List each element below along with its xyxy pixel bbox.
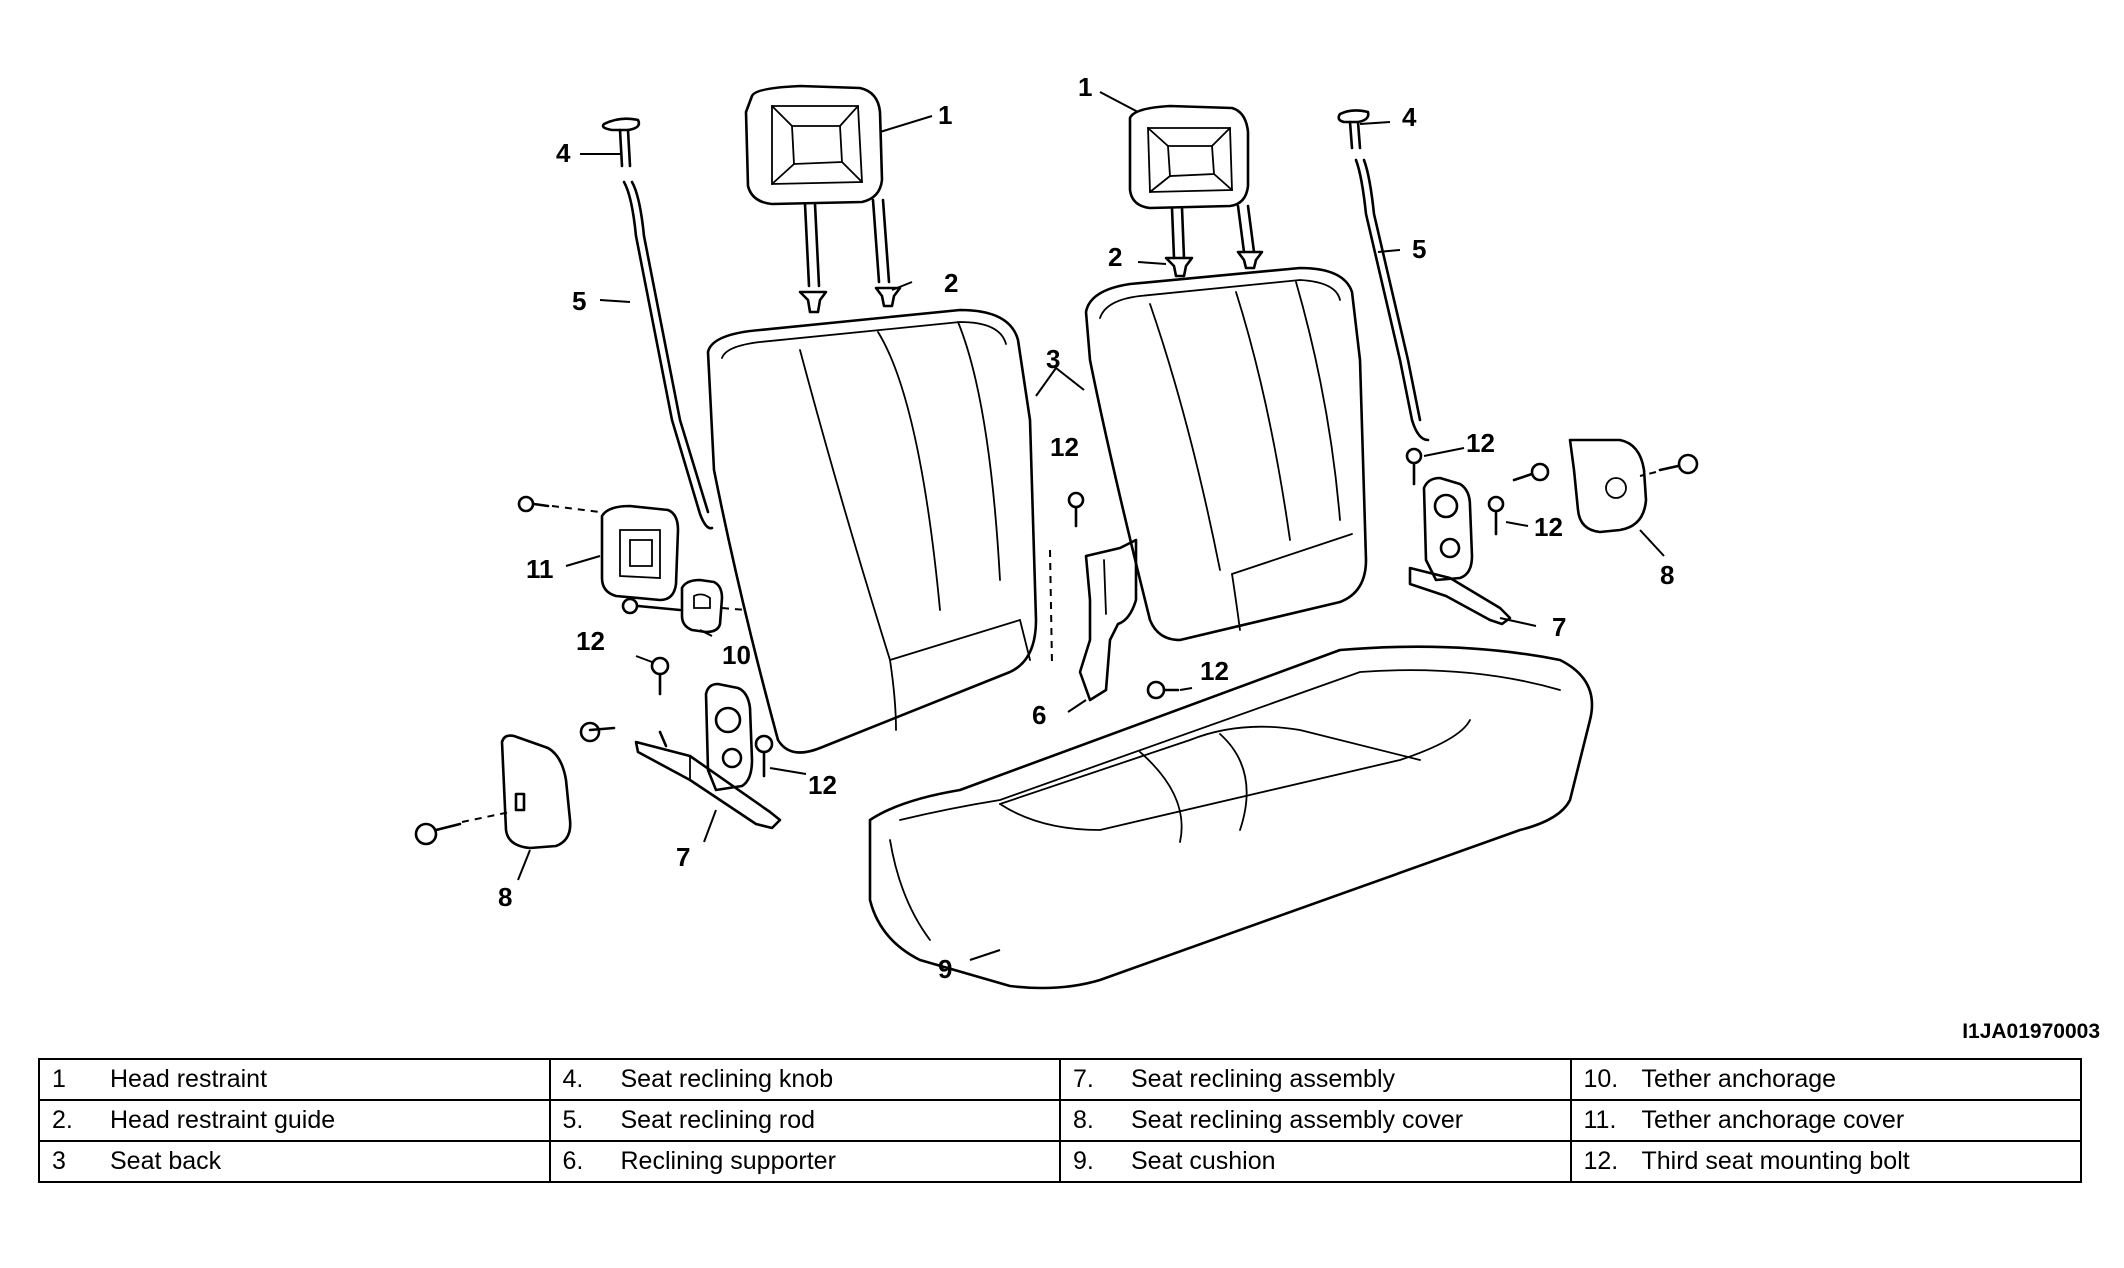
legend-row: 1 Head restraint 4. Seat reclining knob 7. Se…: [38, 1058, 2082, 1101]
legend-label: Head restraint: [110, 1065, 268, 1093]
callout-head-restraint-guide-right: 2: [1108, 242, 1122, 272]
legend-cell: 2. Head restraint guide: [38, 1099, 551, 1142]
legend-number: 12.: [1583, 1147, 1619, 1175]
callout-seat-reclining-knob-right: 4: [1402, 102, 1417, 132]
callout-seat-reclining-assembly-left: 7: [676, 842, 690, 872]
callout-mounting-bolt-right-upper: 12: [1466, 428, 1495, 458]
reclining-supporter: [1049, 538, 1138, 702]
seat-reclining-knob-left: [601, 117, 641, 168]
head-restraint-right: [1128, 104, 1256, 260]
seat-reclining-assembly-right: [1408, 476, 1512, 626]
drawing-code: I1JA01970003: [1962, 1020, 2100, 1043]
legend-label: Head restraint guide: [110, 1106, 336, 1134]
callout-tether-anchorage-cover: 11: [526, 554, 554, 584]
legend-cell: 10. Tether anchorage: [1569, 1058, 2082, 1101]
legend-label: Tether anchorage: [1641, 1065, 1837, 1093]
legend-label: Seat reclining rod: [620, 1106, 816, 1134]
legend-label: Third seat mounting bolt: [1641, 1147, 1910, 1175]
legend-number: 5.: [562, 1106, 584, 1134]
callout-mounting-bolt-center: 12: [1050, 432, 1079, 462]
legend-cell: 9. Seat cushion: [1059, 1140, 1572, 1183]
callout-tether-anchorage: 10: [722, 640, 751, 670]
legend-number: 9.: [1073, 1147, 1094, 1175]
legend-row: 2. Head restraint guide 5. Seat reclining r…: [38, 1099, 2082, 1142]
seat-back-left: [706, 308, 1038, 754]
legend-number: 1: [52, 1065, 66, 1093]
legend-body: 1 Head restraint 4. Seat reclining knob 7. Se…: [38, 1058, 2082, 1183]
legend-number: 3: [52, 1147, 66, 1175]
callout-mounting-bolt-left-upper: 12: [576, 626, 605, 656]
legend-label: Seat reclining assembly: [1131, 1065, 1396, 1093]
seat-cushion: [868, 645, 1594, 990]
head-restraint-left: [744, 84, 891, 288]
legend-cell: 8. Seat reclining assembly cover: [1059, 1099, 1572, 1142]
parts-legend-table: 1 Head restraint 4. Seat reclining knob 7. Se…: [38, 1058, 2082, 1183]
legend-cell: 4. Seat reclining knob: [548, 1058, 1061, 1101]
legend-cell: 5. Seat reclining rod: [548, 1099, 1061, 1142]
legend-cell: 12. Third seat mounting bolt: [1569, 1140, 2082, 1183]
callout-seat-reclining-assembly-cover-right: 8: [1660, 560, 1674, 590]
callout-head-restraint-guide-left: 2: [944, 268, 958, 298]
legend-label: Seat reclining assembly cover: [1131, 1106, 1464, 1134]
callout-seat-back: 3: [1046, 344, 1060, 374]
callout-reclining-supporter: 6: [1032, 700, 1046, 730]
legend-cell: 11. Tether anchorage cover: [1569, 1099, 2082, 1142]
callouts: 1 1 2 2 3 4 4 5 5 6 7 7 8 8 9 10 11 12 1…: [498, 72, 1674, 984]
legend-label: Seat reclining knob: [620, 1065, 834, 1093]
seat-reclining-assembly-cover-right: [1568, 438, 1699, 534]
callout-seat-reclining-rod-right: 5: [1412, 234, 1426, 264]
legend-number: 2.: [52, 1106, 73, 1134]
legend-number: 11.: [1583, 1106, 1617, 1134]
legend-label: Seat cushion: [1131, 1147, 1276, 1175]
legend-row: 3 Seat back 6. Reclining supporter 9. Seat cu…: [38, 1140, 2082, 1183]
callout-head-restraint-right: 1: [1078, 72, 1092, 102]
tether-anchorage: [621, 578, 747, 634]
mounting-bolts: [650, 447, 1550, 778]
callout-mounting-bolt-right-lower: 12: [1534, 512, 1563, 542]
seat-reclining-rod-left: [622, 180, 714, 530]
head-restraint-guide-right: [1164, 250, 1264, 278]
legend-number: 8.: [1073, 1106, 1094, 1134]
seat-reclining-rod-right: [1354, 158, 1430, 442]
legend-cell: 1 Head restraint: [38, 1058, 551, 1101]
legend-label: Seat back: [110, 1147, 222, 1175]
callout-seat-reclining-rod-left: 5: [572, 286, 586, 316]
callout-seat-reclining-knob-left: 4: [556, 138, 571, 168]
callout-head-restraint-left: 1: [938, 100, 952, 130]
legend-number: 4.: [562, 1065, 584, 1093]
legend-cell: 3 Seat back: [38, 1140, 551, 1183]
tether-anchorage-cover: [517, 495, 680, 602]
legend-label: Reclining supporter: [620, 1147, 836, 1175]
legend-cell: 6. Reclining supporter: [548, 1140, 1061, 1183]
legend-cell: 7. Seat reclining assembly: [1059, 1058, 1572, 1101]
seat-back-right: [1084, 266, 1368, 642]
callout-seat-reclining-assembly-cover-left: 8: [498, 882, 512, 912]
callout-seat-reclining-assembly-right: 7: [1552, 612, 1566, 642]
legend-number: 7.: [1073, 1065, 1094, 1093]
legend-number: 10.: [1583, 1065, 1619, 1093]
legend-label: Tether anchorage cover: [1641, 1106, 1905, 1134]
callout-seat-cushion: 9: [938, 954, 952, 984]
seat-reclining-assembly-cover-left: [414, 734, 572, 850]
leader-lines: [517, 91, 1665, 961]
head-restraint-guide-left: [798, 286, 902, 314]
callout-mounting-bolt-center-lower: 12: [1200, 656, 1229, 686]
seat-reclining-assembly-left: [579, 682, 782, 830]
callout-mounting-bolt-left-lower: 12: [808, 770, 837, 800]
legend-number: 6.: [562, 1147, 584, 1175]
seat-reclining-knob-right: [1337, 109, 1370, 150]
